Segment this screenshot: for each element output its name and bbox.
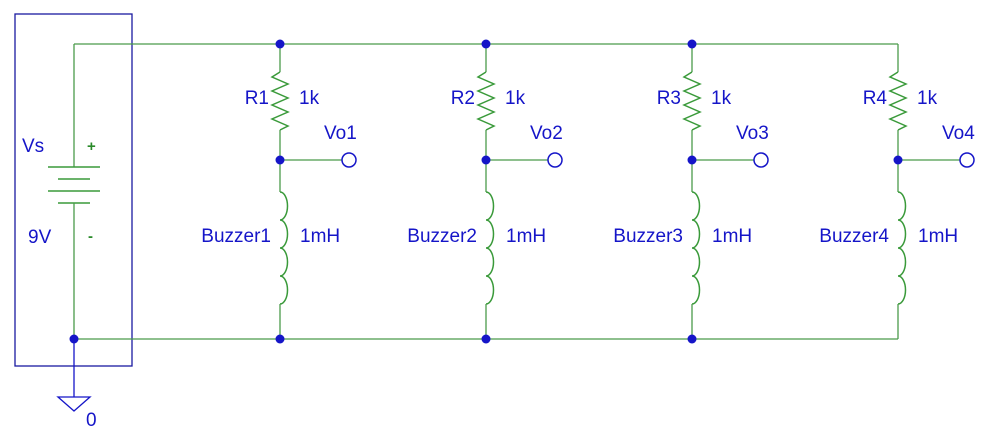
inductor-symbol [279,191,289,305]
source-name-label: Vs [22,136,44,157]
junction-dot [275,155,285,165]
resistor-name-label: R1 [245,88,269,109]
junction-dot [275,39,285,49]
voltage-source: Vs 9V + - [14,13,133,367]
output-label: Vo4 [942,123,975,144]
ground-icon [56,396,92,412]
source-plus-label: + [87,138,96,155]
junction-dot [481,155,491,165]
inductor-value-label: 1mH [918,226,958,247]
junction-dots [69,39,903,344]
inductor-value-label: 1mH [300,226,340,247]
inductor-name-label: Buzzer1 [201,226,271,247]
branch-3: R3 1k Vo3 Buzzer3 1mH [613,44,769,339]
branch-4: R4 1k Vo4 Buzzer4 1mH [819,44,975,339]
inductor-value-label: 1mH [712,226,752,247]
junction-dot [481,39,491,49]
inductor-name-label: Buzzer2 [407,226,477,247]
source-value-label: 9V [28,227,52,248]
junction-dot [69,334,79,344]
output-port-icon [341,152,357,168]
resistor-name-label: R3 [657,88,681,109]
resistor-symbol [888,71,908,131]
junction-dot [481,334,491,344]
source-minus-label: - [88,228,93,245]
inductor-symbol [897,191,907,305]
inductor-name-label: Buzzer4 [819,226,889,247]
resistor-symbol [682,71,702,131]
branch-2: R2 1k Vo2 Buzzer2 1mH [407,44,563,339]
inductor-name-label: Buzzer3 [613,226,683,247]
inductor-value-label: 1mH [506,226,546,247]
resistor-value-label: 1k [711,88,732,109]
junction-dot [893,155,903,165]
junction-dot [687,334,697,344]
junction-dot [687,39,697,49]
output-label: Vo3 [736,123,769,144]
resistor-value-label: 1k [299,88,320,109]
resistor-symbol [270,71,290,131]
output-port-icon [753,152,769,168]
output-port-icon [959,152,975,168]
junction-dot [687,155,697,165]
branch-1: R1 1k Vo1 Buzzer1 1mH [201,44,357,339]
output-port-icon [547,152,563,168]
resistor-symbol [476,71,496,131]
ground-label: 0 [86,410,97,431]
output-label: Vo1 [324,123,357,144]
inductor-symbol [691,191,701,305]
resistor-name-label: R4 [863,88,888,109]
resistor-value-label: 1k [505,88,526,109]
output-label: Vo2 [530,123,563,144]
resistor-value-label: 1k [917,88,938,109]
ground-symbol: 0 [56,339,97,431]
junction-dot [275,334,285,344]
resistor-name-label: R2 [451,88,475,109]
inductor-symbol [485,191,495,305]
